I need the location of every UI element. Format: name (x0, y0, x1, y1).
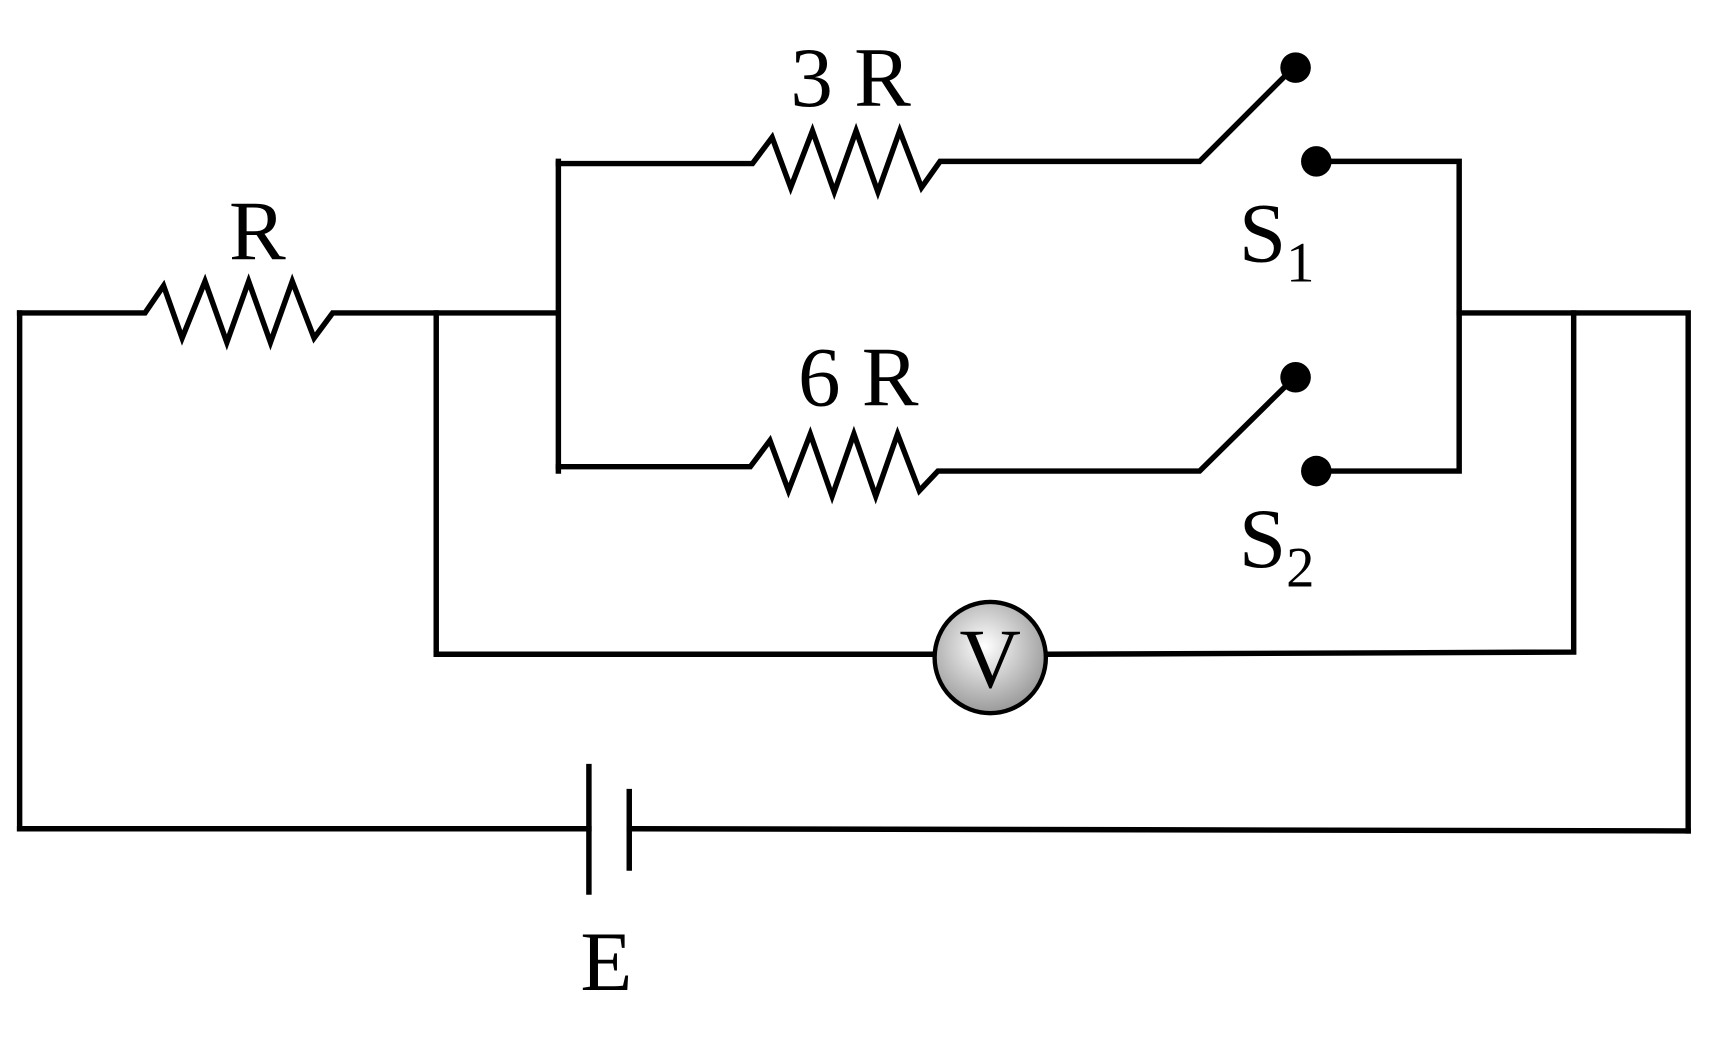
voltmeter-label: V (960, 612, 1021, 706)
resistor-3r (555, 72, 1289, 201)
resistor-6r (555, 383, 1289, 505)
resistor-r-label: R (229, 185, 286, 279)
battery-label: E (580, 915, 632, 1009)
switch2-subscript: 2 (1286, 537, 1314, 600)
voltmeter-left-wire (433, 310, 938, 657)
switch1-label: S1 (1239, 187, 1315, 295)
switch1-contact-upper (1280, 52, 1311, 83)
switch2-contact-lower (1301, 455, 1332, 487)
right-wire (1456, 310, 1691, 834)
switch2-label: S2 (1239, 492, 1315, 600)
resistor-r (16, 273, 559, 351)
switch1-letter: S (1239, 187, 1286, 281)
resistor-3r-label: 3 R (790, 31, 911, 125)
voltmeter: V (932, 599, 1049, 716)
switch1-subscript: 1 (1286, 231, 1314, 294)
switch1-wire (1313, 158, 1462, 474)
switch2-letter: S (1239, 492, 1286, 586)
voltmeter-right-wire (1044, 310, 1577, 657)
switch2-contact-upper (1280, 362, 1311, 393)
resistor-6r-label: 6 R (798, 331, 919, 425)
battery (16, 763, 1691, 895)
